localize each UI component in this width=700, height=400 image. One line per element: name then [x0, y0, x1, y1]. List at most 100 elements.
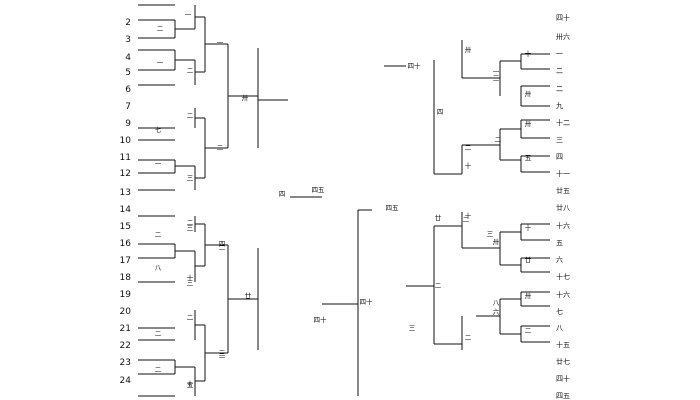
seed-label-left: 14 [120, 205, 132, 215]
seed-label-right: 廿五 [556, 186, 570, 195]
seed-label-right: 四 [556, 153, 563, 161]
game-label: 四五 [386, 204, 400, 212]
game-label: 三 [493, 74, 500, 82]
seed-label-left: 12 [120, 169, 131, 179]
seed-label-left: 5 [125, 68, 131, 78]
game-label: 二 [465, 334, 472, 342]
game-label: 二 [495, 136, 502, 144]
game-label: 廿 [525, 255, 532, 264]
game-label: 三 [187, 279, 194, 287]
seed-label-right: 三 [556, 136, 563, 144]
seed-label-left: 2 [125, 18, 131, 28]
seed-label-left: 10 [120, 136, 132, 146]
seed-label-left: 11 [120, 153, 131, 163]
game-label: 二 [435, 282, 442, 290]
game-label: 四五 [312, 186, 326, 194]
seed-label-left: 9 [125, 119, 131, 129]
game-label: 一 [493, 68, 500, 76]
game-label: 十 [525, 223, 532, 232]
game-label: 二 [157, 25, 164, 33]
seed-label-left: 6 [125, 85, 131, 95]
game-label: 二 [155, 231, 162, 239]
seed-label-left: 4 [125, 53, 131, 63]
seed-label-right: 十七 [556, 272, 570, 281]
game-label: 卅 [493, 238, 500, 246]
seed-label-left: 20 [120, 307, 132, 317]
seed-label-right: 八 [556, 324, 563, 332]
game-label: 三 [409, 324, 416, 332]
seed-label-left: 21 [120, 324, 131, 334]
game-label: 一 [187, 316, 194, 324]
game-label: 四十 [360, 297, 374, 306]
game-label: 十 [465, 211, 472, 220]
game-label: 四 [437, 108, 444, 116]
seed-label-right: 四十 [556, 13, 570, 22]
left-bracket [138, 4, 288, 397]
seed-label-right: 十六 [556, 290, 570, 299]
game-label: 七 [155, 125, 162, 134]
game-label: 二 [217, 144, 224, 152]
game-label: 卅 [525, 120, 532, 128]
seed-label-left: 7 [125, 102, 131, 112]
game-label: 十 [525, 49, 532, 58]
final-bracket [290, 196, 372, 396]
seed-label-right: 二 [556, 85, 563, 93]
game-label: 二 [525, 327, 532, 335]
game-label: 二 [187, 112, 194, 120]
game-label: 廿 [435, 213, 442, 222]
seed-label-left: 16 [120, 239, 132, 249]
seed-label-right: 廿八 [556, 203, 570, 212]
seed-label-left: 18 [120, 273, 132, 283]
game-label: 三 [219, 349, 226, 357]
seed-label-right: 卅六 [556, 32, 570, 41]
game-label: 一 [185, 11, 192, 19]
game-label: 二 [463, 216, 470, 224]
game-label: 五 [525, 154, 532, 162]
seed-label-left: 13 [120, 188, 131, 198]
seed-label-left: 3 [125, 35, 131, 45]
game-label: 十 [187, 273, 194, 282]
game-label: 八 [493, 299, 500, 307]
game-label: 二 [219, 352, 226, 360]
game-label: 十 [187, 379, 194, 388]
game-label: 一 [155, 160, 162, 168]
seed-label-right: 七 [556, 307, 563, 316]
seed-label-right: 十五 [556, 340, 570, 349]
seed-label-left: 22 [120, 341, 131, 351]
seed-label-left: 23 [120, 358, 131, 368]
seed-label-right: 一 [556, 50, 563, 58]
seed-label-right: 十一 [556, 169, 570, 178]
game-label: 一 [217, 39, 224, 47]
game-label: 六 [493, 307, 500, 316]
game-label: 三 [187, 174, 194, 182]
game-label: 二 [187, 219, 194, 227]
seed-label-right: 十六 [556, 221, 570, 230]
game-label: 三 [487, 230, 494, 238]
game-label: 卅 [465, 46, 472, 54]
seed-label-right: 四五 [556, 392, 570, 400]
game-label: 八 [155, 264, 162, 272]
game-label: 四十 [408, 61, 422, 70]
seed-label-right: 四十 [556, 374, 570, 383]
game-label: 廿 [245, 291, 252, 300]
seed-label-right: 九 [556, 101, 563, 110]
seed-label-right: 六 [556, 255, 563, 264]
game-label: 二 [155, 330, 162, 338]
seed-label-right: 廿七 [556, 357, 570, 366]
right-bracket [384, 40, 550, 350]
game-label: 三 [187, 224, 194, 232]
game-label: 十 [465, 161, 472, 170]
game-label: 二 [187, 314, 194, 322]
seed-label-right: 五 [556, 239, 563, 247]
seed-label-right: 二 [556, 67, 563, 75]
seed-label-left: 17 [120, 256, 131, 266]
game-label: 四 [279, 190, 286, 198]
game-labels: 一二一二一二七二一三卅二二八十二二二三二五廿三三四一二十四四五四十四十四五四十卅… [155, 11, 532, 389]
game-label: 卅 [525, 292, 532, 300]
game-label: 卅 [242, 94, 249, 102]
game-label: 五 [187, 381, 194, 389]
game-label: 二 [219, 244, 226, 252]
